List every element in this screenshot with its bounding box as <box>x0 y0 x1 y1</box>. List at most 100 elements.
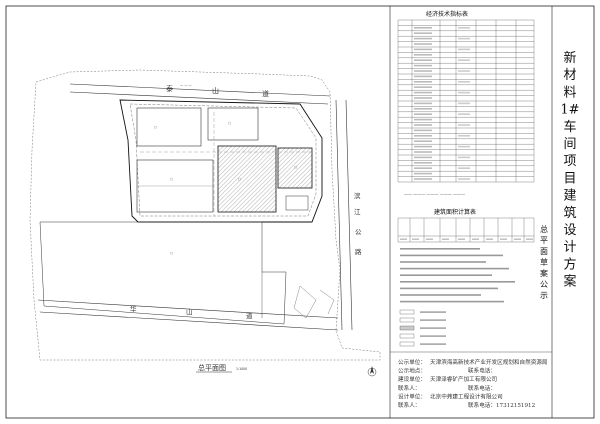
table-cell-text <box>414 156 432 159</box>
svg-text:▢: ▢ <box>170 251 173 255</box>
publicity-label: 联系人： <box>398 384 420 392</box>
table-cell-text <box>414 135 432 137</box>
area-table <box>397 217 535 243</box>
table-cell-text <box>414 70 432 72</box>
project-title-char: 筑 <box>563 205 576 221</box>
note-line <box>400 287 498 290</box>
table-cell-text <box>414 113 432 115</box>
table-cell-text <box>414 145 432 148</box>
right-road-char-3: 路 <box>355 247 362 256</box>
tech-table <box>397 19 535 183</box>
north-arrow-icon <box>367 366 377 377</box>
bottom-road-char-2: 道 <box>246 311 253 320</box>
design-notes <box>400 248 515 303</box>
publicity-label: 公示单位： <box>398 358 426 366</box>
publicity-block: 公示单位：天津滨海高新技术产业开发区规划和自然资源局公示地点：联系电话：建设单位… <box>398 358 548 409</box>
project-title-char: 项 <box>563 154 576 169</box>
svg-text:▢: ▢ <box>238 177 241 181</box>
publicity-label: 联系人： <box>398 401 420 409</box>
publicity-label: 建设单位： <box>398 375 426 383</box>
svg-text:▢: ▢ <box>154 125 157 129</box>
publicity-value: 天津泽睿矿产加工有限公司 <box>430 375 497 383</box>
publicity-extra-value: 17312151912 <box>496 403 536 409</box>
svg-text:▢: ▢ <box>228 121 231 125</box>
table-cell-text <box>414 124 432 126</box>
right-road-char-2: 公 <box>355 228 362 236</box>
project-subtitle-char: 公 <box>540 280 548 289</box>
project-subtitle-char: 平 <box>540 236 548 245</box>
table-cell-text <box>414 27 432 29</box>
project-subtitle-char: 面 <box>540 247 548 256</box>
legend-swatch <box>399 341 415 347</box>
project-title-char: 新 <box>563 50 576 66</box>
project-title-char: 料 <box>563 85 576 100</box>
note-line <box>400 248 480 250</box>
table-cell-text <box>414 48 432 51</box>
note-line <box>400 274 492 276</box>
table-cell-text <box>514 238 521 240</box>
publicity-extra-label: 联系电话： <box>468 384 496 392</box>
right-road-char-1: 江 <box>354 208 361 216</box>
table-cell-text <box>426 238 433 240</box>
table-cell-text <box>414 140 432 142</box>
table-cell-text <box>472 238 479 240</box>
publicity-extra-label: 联系电话： <box>468 401 496 409</box>
table-cell-text <box>500 238 507 240</box>
project-title-char: 设 <box>563 223 576 238</box>
note-line <box>400 254 503 257</box>
project-title-char: 目 <box>563 171 576 186</box>
svg-text:▢: ▢ <box>294 165 297 169</box>
legend-swatch <box>399 317 415 323</box>
table-cell-text <box>414 108 432 110</box>
project-title-char: 1# <box>560 103 579 118</box>
table-cell-text <box>400 238 407 240</box>
top-road-char-2: 道 <box>262 89 269 98</box>
tech-table-title: 经济技术指标表 <box>426 10 468 18</box>
project-title-char: 材 <box>563 68 576 83</box>
project-title-char: 建 <box>563 189 576 204</box>
note-line <box>400 300 504 303</box>
legend-swatch <box>399 309 415 315</box>
note-line <box>400 267 509 270</box>
top-road-char-0: 泰 <box>166 84 173 93</box>
note-line <box>400 281 515 283</box>
top-boundary-note: — — — <box>180 83 192 87</box>
project-title-char: 车 <box>563 119 576 135</box>
project-subtitle-char: 总 <box>540 224 548 234</box>
site-plan: — — — ▢ ▢ ▢ ▢ ▢ ▢ <box>29 69 381 361</box>
bottom-road-char-1: 山 <box>186 307 193 316</box>
table-cell-text <box>458 238 465 240</box>
table-cell-text <box>486 238 493 240</box>
table-cell-text <box>414 54 432 56</box>
table-cell-text <box>414 32 432 34</box>
project-subtitle-char: 草 <box>540 257 548 267</box>
right-road-char-0: 滨 <box>354 191 361 200</box>
project-subtitle-char: 示 <box>540 291 548 300</box>
publicity-value: 天津滨海高新技术产业开发区规划和自然资源局 <box>430 358 548 366</box>
legend <box>399 309 446 347</box>
table-cell-text <box>414 162 432 164</box>
table-cell-text <box>526 238 533 240</box>
publicity-value: 北京中弗建工程设计有限公司 <box>430 392 503 400</box>
project-title-char: 方 <box>563 256 576 272</box>
table-cell-text <box>414 59 432 61</box>
area-table-title: 建筑面积计算表 <box>434 208 476 216</box>
note-line <box>400 261 486 263</box>
table-cell-text <box>442 238 449 240</box>
plan-scale: 1:1000 <box>236 367 247 371</box>
project-title-char: 案 <box>563 275 576 290</box>
top-road-char-1: 山 <box>212 86 219 95</box>
table-cell-text <box>414 172 432 175</box>
project-title-char: 间 <box>563 137 576 152</box>
note-line: —— ——— ——— ——— ——— <box>404 192 465 197</box>
table-cell-text <box>412 238 419 240</box>
project-subtitle-char: 案 <box>540 268 548 278</box>
table-cell-text <box>414 37 432 40</box>
table-cell-text <box>414 102 432 105</box>
table-cell-text <box>414 43 432 45</box>
table-cell-text <box>414 64 432 67</box>
bottom-road-char-0: 华 <box>130 304 137 313</box>
